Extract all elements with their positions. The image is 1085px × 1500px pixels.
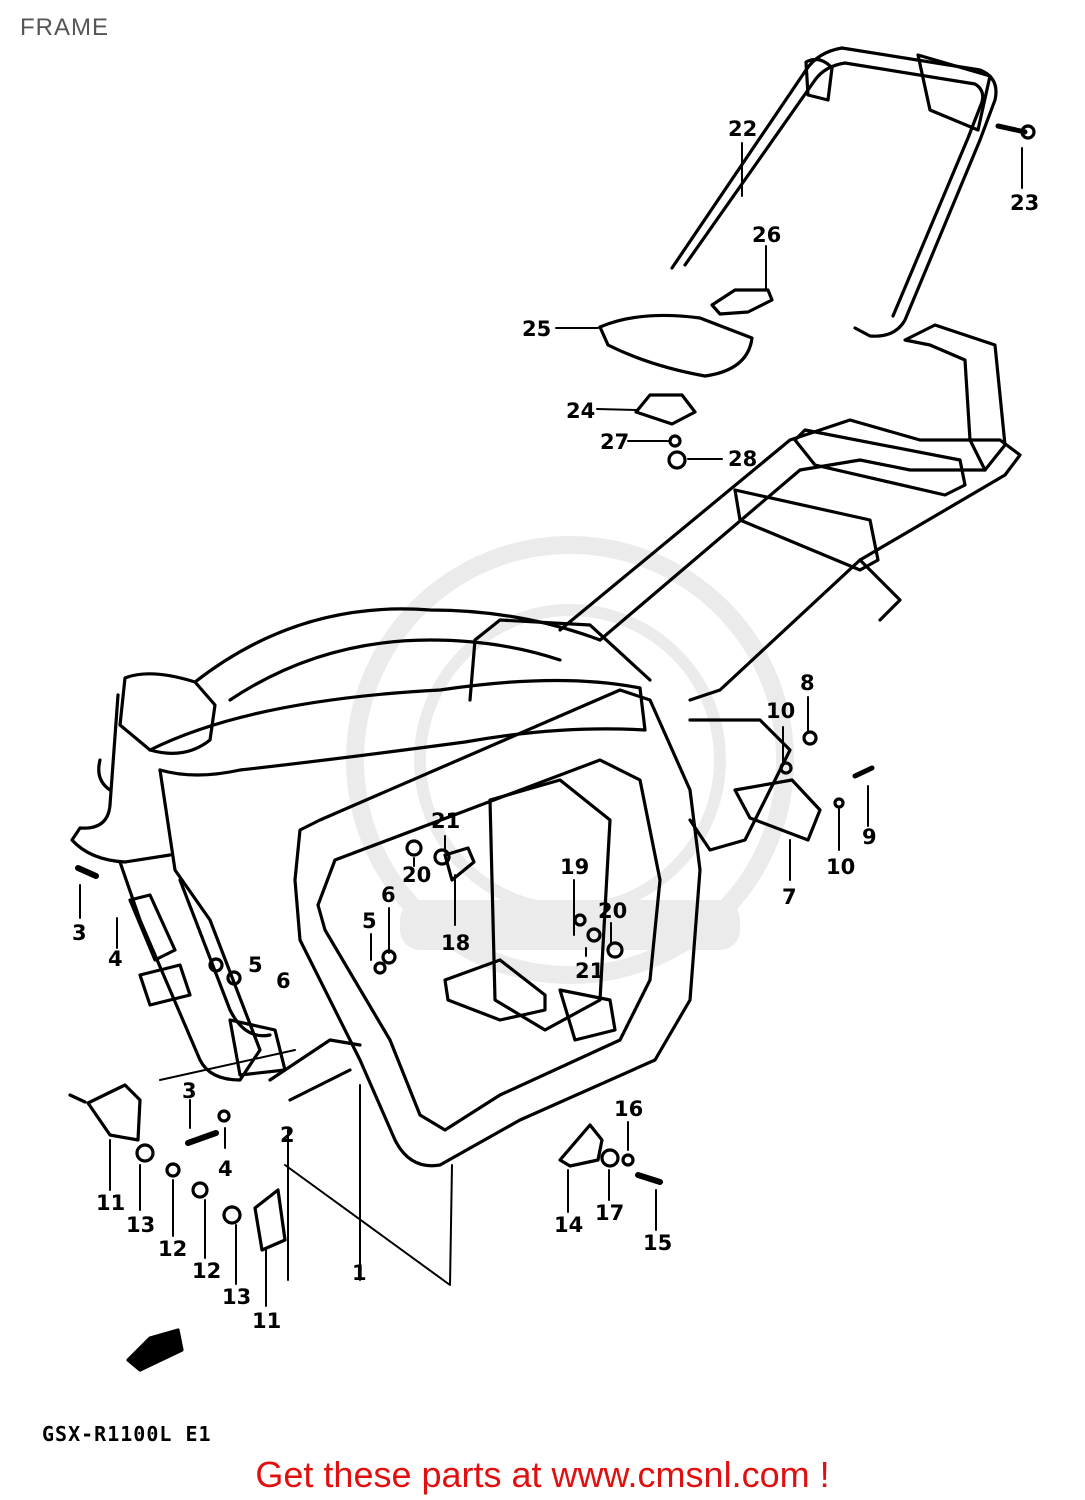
- callout-13-left: 13: [126, 1213, 155, 1237]
- callout-8: 8: [800, 671, 815, 695]
- callout-3-upper: 3: [72, 921, 87, 945]
- callout-28: 28: [728, 447, 757, 471]
- left-main-spar: [148, 678, 647, 777]
- promo-link[interactable]: Get these parts at www.cmsnl.com !: [255, 1454, 830, 1495]
- steering-head: [118, 672, 217, 755]
- callout-27: 27: [600, 430, 629, 454]
- callout-21-upper: 21: [431, 809, 460, 833]
- callout-26: 26: [752, 223, 781, 247]
- callout-9: 9: [862, 825, 877, 849]
- right-main-spar: [193, 607, 602, 684]
- callout-24: 24: [566, 399, 595, 423]
- model-code: GSX-R1100L E1: [42, 1422, 212, 1446]
- callout-17: 17: [595, 1201, 624, 1225]
- callout-1: 1: [352, 1261, 367, 1285]
- callout-16: 16: [614, 1097, 643, 1121]
- rear-subframe: [558, 418, 1022, 702]
- callout-18: 18: [441, 931, 470, 955]
- callout-2: 2: [280, 1123, 295, 1147]
- callout-labels: 22 23 26 25 24 27 28 8 10 9 10 7 21 20 1…: [72, 117, 1039, 1333]
- rear-frame-loop: [293, 688, 702, 1168]
- front-down-tube: [118, 768, 262, 1082]
- front-arrow-icon: [126, 1328, 184, 1372]
- engine-mount-plate-right: [558, 1123, 604, 1168]
- callout-10-upper: 10: [766, 699, 795, 723]
- callout-4-upper: 4: [108, 947, 123, 971]
- watermark-logo: [346, 536, 794, 984]
- page-title: FRAME: [20, 14, 109, 41]
- seat-rail-inner: [683, 61, 985, 318]
- callout-19: 19: [560, 855, 589, 879]
- callout-15: 15: [643, 1231, 672, 1255]
- callout-10-lower: 10: [826, 855, 855, 879]
- callout-14: 14: [554, 1213, 583, 1237]
- callout-20-left: 20: [402, 863, 431, 887]
- seat-lock-plate: [598, 313, 754, 378]
- callout-22: 22: [728, 117, 757, 141]
- callout-12-left: 12: [158, 1237, 187, 1261]
- callout-3-lower: 3: [182, 1079, 197, 1103]
- callout-23: 23: [1010, 191, 1039, 215]
- callout-6-right: 6: [381, 883, 396, 907]
- callout-6-left: 6: [276, 969, 291, 993]
- callout-20-right: 20: [598, 899, 627, 923]
- callout-5-left: 5: [248, 953, 263, 977]
- callout-21-lower: 21: [575, 959, 604, 983]
- callout-5-right: 5: [362, 909, 377, 933]
- callout-7: 7: [782, 885, 797, 909]
- callout-11-right: 11: [252, 1309, 281, 1333]
- engine-mount-plate-left: [86, 1083, 142, 1142]
- callout-11-left: 11: [96, 1191, 125, 1215]
- callout-12-right: 12: [192, 1259, 221, 1283]
- seat-rail: [670, 46, 998, 338]
- callout-4-lower: 4: [218, 1157, 233, 1181]
- callout-13-right: 13: [222, 1285, 251, 1309]
- callout-25: 25: [522, 317, 551, 341]
